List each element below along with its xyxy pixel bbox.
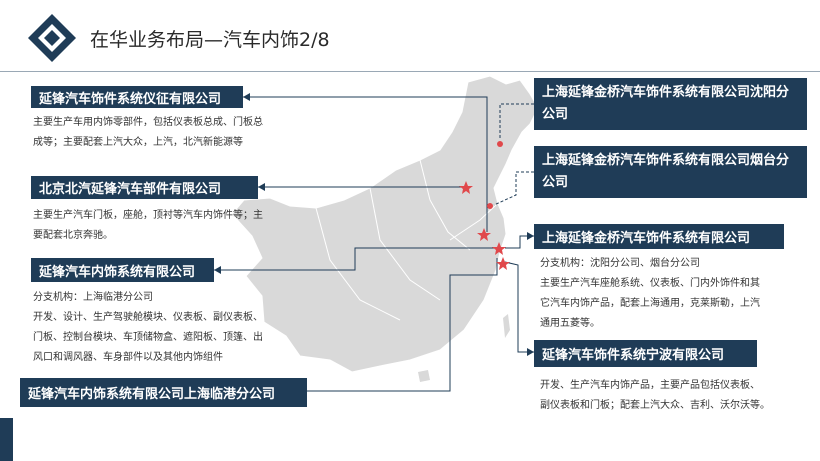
company-desc-ningbo: 开发、生产汽车内饰产品，主要产品包括仪表板、 副仪表板和门板；配套上汽大众、吉利… <box>540 376 808 416</box>
company-desc-interior: 分支机构：上海临港分公司 开发、设计、生产驾驶舱模块、仪表板、副仪表板、 门板、… <box>33 288 303 368</box>
desc-line: 风口和调风器、车身部件以及其他内饰组件 <box>33 352 223 363</box>
arrow-beijing <box>258 183 265 191</box>
connector-shenyang <box>499 103 534 140</box>
company-label-lingang: 延锋汽车内饰系统有限公司上海临港分公司 <box>20 378 307 407</box>
header-divider <box>0 71 820 72</box>
desc-line: 主要生产车用内饰零部件，包括仪表板总成、门板总 <box>33 117 263 128</box>
company-desc-beijing: 主要生产汽车门板，座舱，顶衬等汽车内饰件等；主 要配套北京奔驰。 <box>33 206 303 246</box>
desc-line: 分支机构：上海临港分公司 <box>33 292 153 303</box>
arrow-yizheng <box>243 93 250 101</box>
connector-interior <box>214 247 497 271</box>
desc-line: 它汽车内饰产品，配套上海通用，克莱斯勒，上汽 <box>540 298 760 309</box>
desc-line: 主要生产汽车门板，座舱，顶衬等汽车内饰件等；主 <box>33 210 263 221</box>
company-label-jinqiao: 上海延锋金桥汽车饰件系统有限公司 <box>534 224 784 249</box>
company-label-interior: 延锋汽车内饰系统有限公司 <box>31 258 214 282</box>
company-label-beijing: 北京北汽延锋汽车部件有限公司 <box>31 176 258 199</box>
page-title: 在华业务布局—汽车内饰2/8 <box>90 29 330 51</box>
company-desc-yizheng: 主要生产车用内饰零部件，包括仪表板总成、门板总 成等；主要配套上汽大众，上汽，北… <box>33 113 303 153</box>
desc-line: 开发、生产汽车内饰产品，主要产品包括仪表板、 <box>540 380 760 391</box>
hainan-island <box>418 370 430 382</box>
desc-line: 开发、设计、生产驾驶舱模块、仪表板、副仪表板、 <box>33 312 263 323</box>
desc-line: 主要生产汽车座舱系统、仪表板、门内外饰件和其 <box>540 278 760 289</box>
taiwan-island <box>503 314 510 338</box>
desc-line: 通用五菱等。 <box>540 318 600 329</box>
connector-lingang <box>307 258 498 392</box>
company-label-yantai: 上海延锋金桥汽车饰件系统有限公司烟台分公司 <box>534 146 807 198</box>
connector-ningbo <box>504 261 534 353</box>
corner-accent <box>0 418 13 461</box>
company-label-ningbo: 延锋汽车饰件系统宁波有限公司 <box>534 340 757 367</box>
arrow-ningbo <box>527 348 534 356</box>
desc-line: 门板、控制台模块、车顶储物盒、遮阳板、顶篷、出 <box>33 332 263 343</box>
arrow-jinqiao <box>527 232 534 240</box>
diamond-logo-icon <box>28 14 76 62</box>
desc-line: 成等；主要配套上汽大众，上汽，北汽新能源等 <box>33 137 243 148</box>
company-label-yizheng: 延锋汽车饰件系统仪征有限公司 <box>31 86 243 108</box>
marker-yantai-icon <box>487 203 493 209</box>
star-marker-icon <box>459 181 510 270</box>
company-label-shenyang: 上海延锋金桥汽车饰件系统有限公司沈阳分公司 <box>534 78 807 130</box>
connector-yizheng <box>243 96 488 232</box>
china-map-inner-border <box>315 159 497 321</box>
desc-line: 要配套北京奔驰。 <box>33 230 113 241</box>
china-map-shape <box>231 75 539 373</box>
arrow-interior <box>214 266 221 274</box>
marker-shenyang-icon <box>497 141 503 147</box>
desc-line: 副仪表板和门板；配套上汽大众、吉利、沃尔沃等。 <box>540 400 770 411</box>
company-desc-jinqiao: 分支机构：沈阳分公司、烟台分公司 主要生产汽车座舱系统、仪表板、门内外饰件和其 … <box>540 254 800 334</box>
desc-line: 分支机构：沈阳分公司、烟台分公司 <box>540 258 700 269</box>
